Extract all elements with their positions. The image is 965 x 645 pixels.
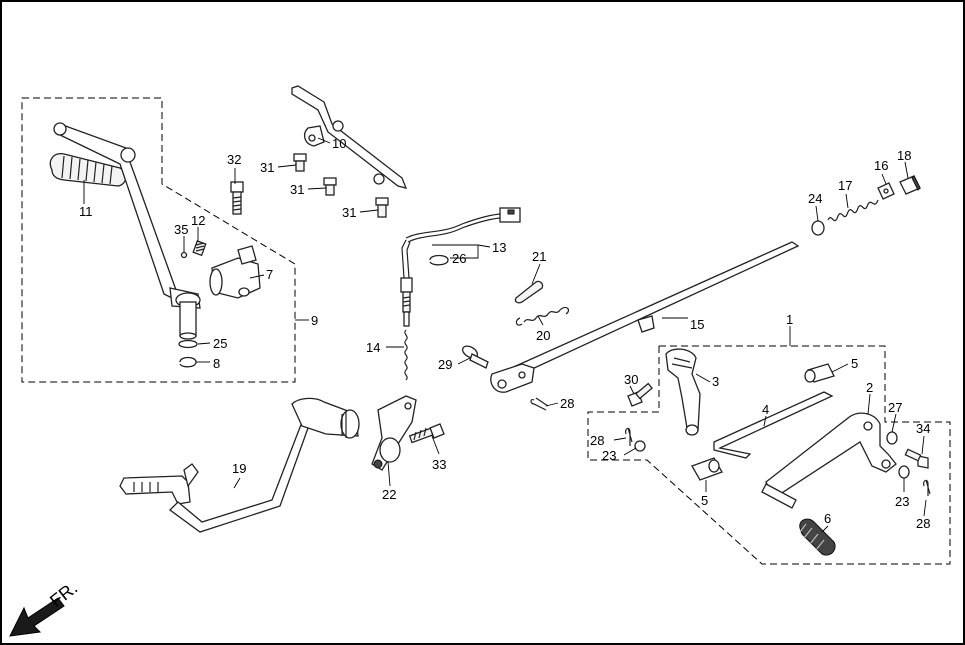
callout-7: 7	[266, 267, 273, 282]
pedal-rubber-part	[799, 518, 836, 556]
kick-starter-group-outline	[21, 97, 296, 383]
kick-arm-part	[53, 122, 201, 340]
sleeve-part	[514, 280, 544, 304]
callout-3: 3	[712, 374, 719, 389]
washer-24-part	[811, 220, 825, 236]
shift-pedal-group-outline	[587, 345, 951, 565]
callout-15: 15	[690, 317, 704, 332]
callout-21: 21	[532, 249, 546, 264]
stop-switch-part	[400, 207, 521, 327]
rod-joint-5b-part	[691, 457, 723, 481]
kick-boss-part	[209, 245, 261, 299]
front-arrow-icon	[9, 597, 65, 637]
leader-lines	[83, 137, 927, 533]
callout-labels: 11 32 31 31 31 10 12 35 7 25 8 9 13 26 1…	[79, 136, 930, 531]
callout-29: 29	[438, 357, 452, 372]
cotter-pin-b	[625, 427, 633, 446]
callout-22: 22	[382, 487, 396, 502]
callout-18: 18	[897, 148, 911, 163]
callout-9: 9	[311, 313, 318, 328]
callout-10: 10	[332, 136, 346, 151]
nut-16-part	[877, 182, 895, 200]
bolt-32-part	[230, 181, 244, 215]
callout-30: 30	[624, 372, 638, 387]
spring-17-part	[827, 199, 879, 222]
callout-33: 33	[432, 457, 446, 472]
callout-26: 26	[452, 251, 466, 266]
rod-joint-5a-part	[804, 363, 835, 383]
shift-arm-3-part	[665, 348, 701, 436]
callout-28c: 28	[916, 516, 930, 531]
callout-12: 12	[191, 213, 205, 228]
shift-rod-4-part	[713, 391, 834, 459]
callout-23b: 23	[895, 494, 909, 509]
bolt-33-part	[408, 423, 445, 444]
return-spring-part	[515, 306, 570, 326]
bolt-34-part	[904, 448, 929, 469]
callout-23a: 23	[602, 448, 616, 463]
callout-2: 2	[866, 380, 873, 395]
callout-13: 13	[492, 240, 506, 255]
bolt-31a-part	[293, 153, 307, 172]
callout-28a: 28	[560, 396, 574, 411]
callout-5a: 5	[851, 356, 858, 371]
callout-17: 17	[838, 178, 852, 193]
callout-4: 4	[762, 402, 769, 417]
cotter-pin-c	[923, 479, 931, 496]
washer-23a-part	[634, 440, 646, 452]
bolt-31c-part	[375, 197, 389, 218]
washer-23b-part	[898, 465, 910, 479]
bolt-30-part	[627, 382, 653, 407]
callout-8: 8	[213, 356, 220, 371]
callout-24: 24	[808, 191, 822, 206]
steel-ball-part	[180, 251, 188, 259]
callout-20: 20	[536, 328, 550, 343]
callout-32: 32	[227, 152, 241, 167]
callout-31a: 31	[260, 160, 274, 175]
cotter-pin-a	[530, 397, 549, 411]
pedal-arm-part	[761, 412, 897, 509]
stop-switch-spring-part	[404, 329, 408, 381]
callout-35: 35	[174, 222, 188, 237]
shift-pedal-part	[119, 397, 360, 533]
callout-5b: 5	[701, 493, 708, 508]
callout-1: 1	[786, 312, 793, 327]
cap-18-part	[899, 175, 921, 195]
cable-clip-part	[429, 254, 449, 266]
washer-27-part	[886, 431, 898, 445]
callout-31c: 31	[342, 205, 356, 220]
callout-14: 14	[366, 340, 380, 355]
callout-34: 34	[916, 421, 930, 436]
spring-part	[192, 240, 207, 257]
shift-rod-part	[490, 241, 800, 393]
callout-31b: 31	[290, 182, 304, 197]
callout-25: 25	[213, 336, 227, 351]
bolt-31b-part	[323, 177, 337, 196]
callout-19: 19	[232, 461, 246, 476]
bracket-part	[291, 85, 408, 189]
pin-part	[461, 345, 489, 369]
callout-6: 6	[824, 511, 831, 526]
shift-arm-part	[371, 395, 417, 471]
circlip-part	[179, 356, 197, 368]
callout-27: 27	[888, 400, 902, 415]
callout-16: 16	[874, 158, 888, 173]
washer-part	[178, 339, 198, 349]
callout-28b: 28	[590, 433, 604, 448]
callout-11: 11	[79, 204, 93, 219]
